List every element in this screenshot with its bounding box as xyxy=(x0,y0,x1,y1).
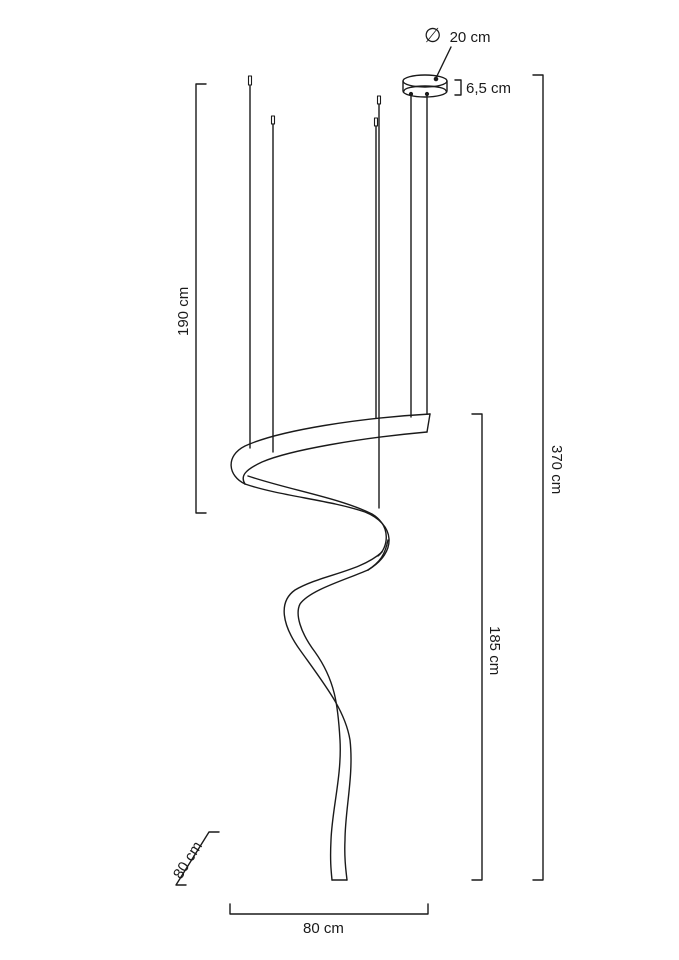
canopy-height-label: 6,5 cm xyxy=(466,80,511,97)
fixture-height-label: 185 cm xyxy=(486,626,503,675)
canopy-diameter-label: ∅ 20 cm xyxy=(424,25,490,47)
cable-grippers xyxy=(247,75,382,127)
spiral-ribbon xyxy=(230,413,431,881)
cable-length-label: 190 cm xyxy=(175,287,192,336)
dimension-labels: ∅ 20 cm 6,5 cm 370 cm 190 cm 185 cm 80 c… xyxy=(170,25,565,937)
dimension-lines xyxy=(175,74,544,915)
canopy xyxy=(402,46,452,98)
width-label: 80 cm xyxy=(303,920,344,937)
diameter-icon: ∅ xyxy=(424,25,441,47)
depth-label: 80 cm xyxy=(170,838,206,882)
suspension-cables xyxy=(249,85,428,509)
total-height-label: 370 cm xyxy=(548,445,565,494)
